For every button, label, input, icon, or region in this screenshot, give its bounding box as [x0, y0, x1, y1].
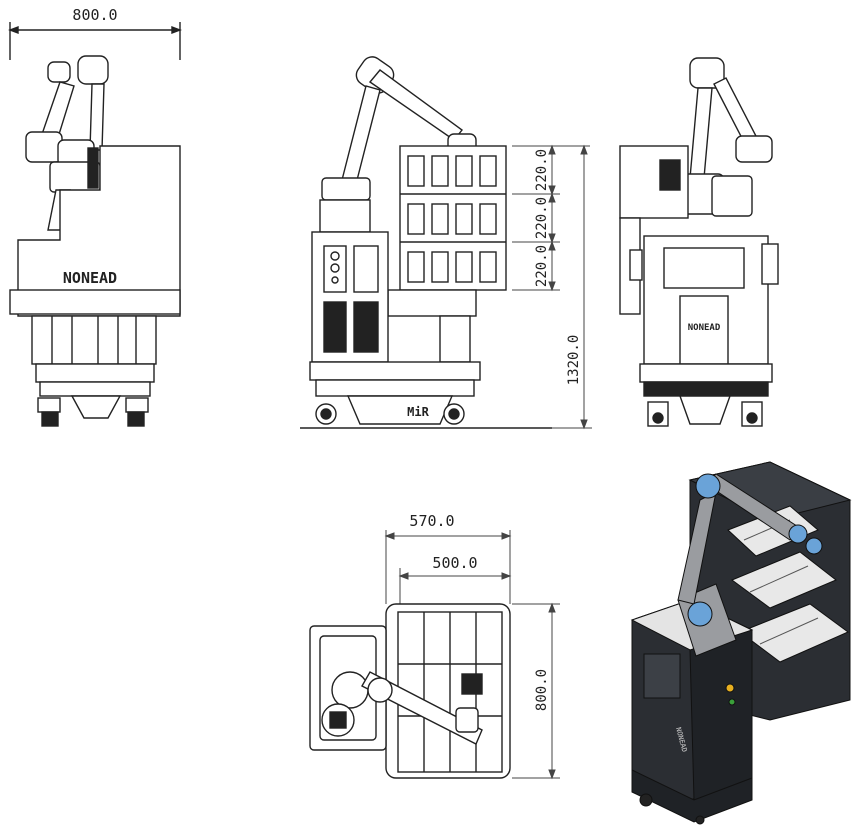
front-tray-rack	[387, 145, 507, 317]
side-brand-label: NONEAD	[63, 269, 117, 287]
front-base-brand: MiR	[407, 405, 429, 419]
side-view: 800.0 NONEAD	[8, 6, 182, 427]
isometric-view: NONEAD	[630, 461, 852, 825]
back-base	[639, 363, 773, 427]
front-tray-row-1	[407, 155, 497, 187]
front-tray-row-3	[407, 251, 497, 283]
back-cabinet: NONEAD	[619, 145, 779, 365]
front-height-dimensions	[512, 144, 592, 430]
top-depth-label: 800.0	[534, 669, 550, 711]
side-width-dimension	[8, 22, 182, 60]
top-outer-width-label: 570.0	[409, 512, 454, 530]
back-view: NONEAD	[619, 57, 779, 427]
tray-pitch-1-label: 220.0	[534, 149, 550, 191]
iso-robot-arm	[677, 473, 823, 657]
top-robot-arm	[321, 671, 483, 745]
front-base: MiR	[300, 361, 552, 429]
side-base	[31, 315, 157, 427]
side-width-label: 800.0	[72, 6, 117, 24]
tray-pitch-2-label: 220.0	[534, 197, 550, 239]
top-inner-width-label: 500.0	[432, 554, 477, 572]
top-view: 570.0 500.0 800.0	[309, 512, 560, 780]
front-tray-row-2	[407, 203, 497, 235]
side-robot-arm	[25, 55, 109, 231]
side-cabinet: NONEAD	[9, 145, 181, 317]
tray-pitch-3-label: 220.0	[534, 245, 550, 287]
front-view: MiR 220.0 220.0 220.0 1	[300, 56, 592, 430]
back-brand-label: NONEAD	[688, 323, 721, 333]
front-cabinet	[311, 231, 471, 363]
back-robot-arm	[675, 57, 773, 217]
iso-trays	[727, 505, 849, 663]
iso-base	[631, 769, 753, 825]
top-width-dimensions	[384, 530, 560, 780]
total-height-label: 1320.0	[566, 335, 582, 386]
iso-main-cabinet: NONEAD	[630, 599, 754, 801]
